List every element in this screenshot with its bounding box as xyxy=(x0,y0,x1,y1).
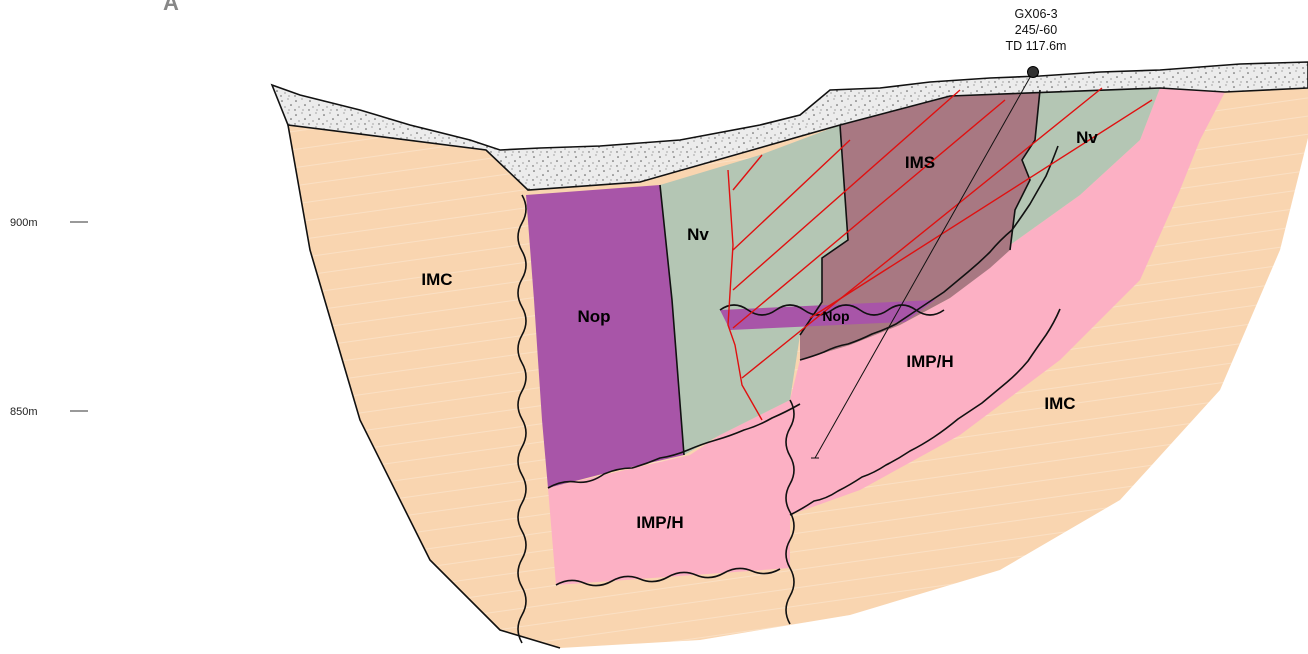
elevation-scale: 900m 850m xyxy=(10,217,88,418)
label-nop-small: Nop xyxy=(822,308,849,324)
drillhole-name: GX06-3 xyxy=(1014,7,1057,21)
label-imph-lower: IMP/H xyxy=(636,513,683,532)
label-imc-right: IMC xyxy=(1044,394,1075,413)
drillhole-label: GX06-3 245/-60 TD 117.6m xyxy=(1006,7,1067,53)
unit-nop-main xyxy=(526,185,684,488)
label-nv-left: Nv xyxy=(687,225,709,244)
label-ims: IMS xyxy=(905,153,935,172)
label-nop-main: Nop xyxy=(577,307,610,326)
elevation-label-850: 850m xyxy=(10,406,38,418)
drillhole-orientation: 245/-60 xyxy=(1015,23,1057,37)
label-nv-right: Nv xyxy=(1076,128,1098,147)
label-imc-left: IMC xyxy=(421,270,452,289)
drillhole-collar-icon xyxy=(1028,67,1039,78)
elevation-label-900: 900m xyxy=(10,217,38,229)
drillhole-total-depth: TD 117.6m xyxy=(1006,39,1067,53)
label-imph-upper: IMP/H xyxy=(906,352,953,371)
panel-label: A xyxy=(163,0,179,15)
